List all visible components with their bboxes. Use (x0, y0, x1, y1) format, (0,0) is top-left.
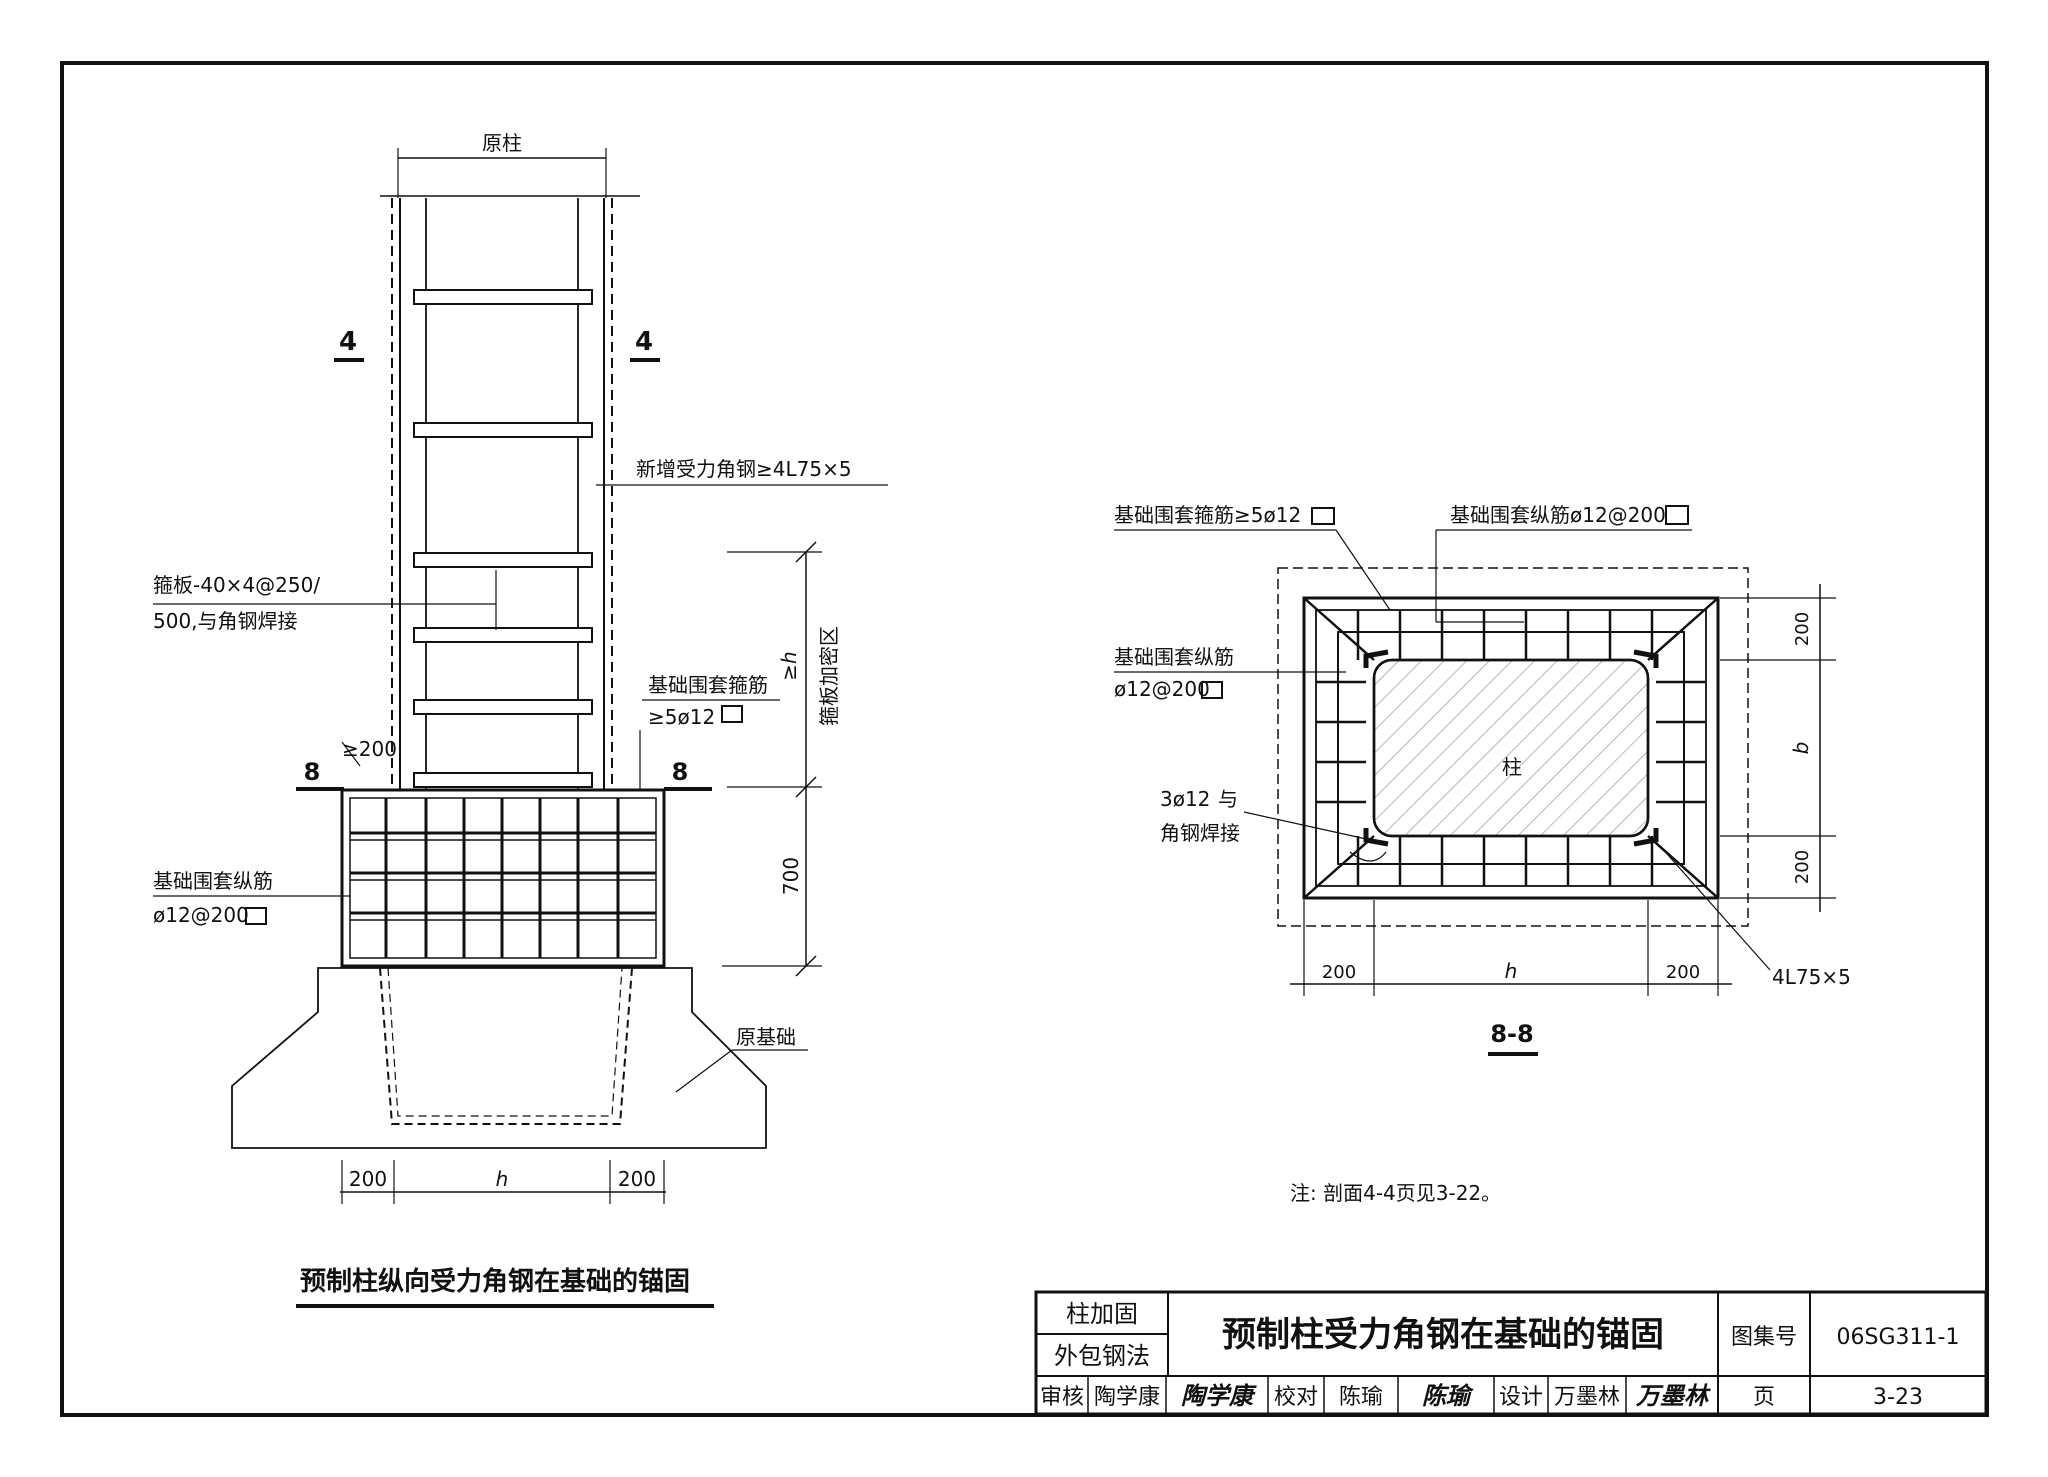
stirrup-symbol (721, 705, 743, 723)
column-section (1372, 658, 1650, 838)
left-elevation-view: 原柱 4 4 新增受力角钢≥4L75×5 箍板-40×4@250/ 500,与角… (153, 131, 888, 1308)
bottom-dim-mid: h (496, 1167, 509, 1191)
section-longbar-left-label-1: 基础围套纵筋 (1114, 645, 1234, 669)
weld-bar-label-2: 与 (1218, 787, 1238, 811)
dim-700: 700 (779, 857, 803, 895)
reviewer-signature: 陶学康 (1181, 1382, 1257, 1410)
sheet-border (60, 61, 1989, 1417)
left-view-caption: 预制柱纵向受力角钢在基础的锚固 (300, 1266, 690, 1297)
drawing-title: 预制柱受力角钢在基础的锚固 (1222, 1315, 1664, 1355)
collar-longbar-label-2: ø12@200 (153, 903, 249, 927)
checker-signature: 陈瑜 (1422, 1382, 1474, 1410)
sheet-note: 注: 剖面4-4页见3-22。 (1290, 1181, 1501, 1205)
checker-name: 陈瑜 (1339, 1385, 1383, 1410)
collar-longbar-label-1: 基础围套纵筋 (153, 869, 273, 893)
section-mark-8-left: 8 (304, 758, 321, 786)
section-longbar-left-label-2: ø12@200 (1114, 677, 1210, 701)
section-dim-h: h (1505, 959, 1518, 983)
designer-label: 设计 (1499, 1385, 1543, 1410)
dense-zone-dim: ≥h (777, 651, 801, 680)
column-label: 柱 (1502, 755, 1522, 779)
section-longbar-top-label: 基础围套纵筋ø12@200 (1450, 503, 1666, 527)
title-category-2: 外包钢法 (1054, 1342, 1150, 1370)
new-angle-steel-label: 新增受力角钢≥4L75×5 (636, 457, 852, 481)
collar-outline (1277, 567, 1749, 927)
section-stirrup-symbol (1311, 507, 1335, 525)
section-mark-4-right: 4 (635, 327, 653, 357)
section-dim-200-top: 200 (1792, 612, 1813, 646)
batten-plate-label-1: 箍板-40×4@250/ (153, 573, 320, 597)
section-mark-8-right: 8 (672, 758, 689, 786)
original-foundation (231, 967, 767, 1149)
title-block: 柱加固 外包钢法 预制柱受力角钢在基础的锚固 图集号 06SG311-1 审核 … (1034, 1290, 1988, 1416)
section-longbar-top-symbol (1665, 505, 1689, 525)
designer-signature: 万墨林 (1635, 1382, 1711, 1410)
page-label: 页 (1753, 1385, 1775, 1410)
batten-plates (413, 289, 593, 788)
section-8-8-view: 柱 基础围套箍筋≥5ø12 基础围套纵筋ø12@200 基础围套纵筋 ø12@2… (1114, 503, 1851, 1205)
longbar-symbol (245, 907, 267, 925)
page-no: 3-23 (1873, 1385, 1923, 1410)
bottom-dim-right: 200 (618, 1167, 656, 1191)
section-title: 8-8 (1490, 1020, 1533, 1048)
title-category-1: 柱加固 (1066, 1300, 1138, 1328)
collar-stirrup-label-2: ≥5ø12 (648, 705, 715, 729)
collar-stirrup-label-1: 基础围套箍筋 (648, 673, 768, 697)
section-dim-200-bottom: 200 (1792, 850, 1813, 884)
section-angle-label: 4L75×5 (1772, 965, 1851, 989)
atlas-no-label: 图集号 (1731, 1325, 1797, 1350)
dense-zone-label: 箍板加密区 (817, 626, 841, 726)
original-foundation-label: 原基础 (736, 1025, 796, 1049)
original-column-label: 原柱 (482, 131, 522, 155)
section-dim-200-left: 200 (1322, 962, 1356, 983)
section-dim-200-right: 200 (1666, 962, 1700, 983)
atlas-no: 06SG311-1 (1837, 1325, 1960, 1350)
designer-name: 万墨林 (1554, 1385, 1620, 1410)
foundation-collar (340, 788, 666, 968)
section-stirrup-label: 基础围套箍筋≥5ø12 (1114, 503, 1301, 527)
bottom-dim-left: 200 (349, 1167, 387, 1191)
reviewer-name: 陶学康 (1094, 1385, 1160, 1410)
checker-label: 校对 (1274, 1385, 1318, 1410)
section-vertical-bars (1316, 610, 1706, 886)
reviewer-label: 审核 (1040, 1385, 1084, 1410)
section-longbar-left-symbol (1201, 681, 1223, 699)
section-dim-b: b (1789, 742, 1813, 755)
weld-bar-label-3: 角钢焊接 (1160, 821, 1240, 845)
section-mark-4-left: 4 (339, 327, 357, 357)
dim-min-200: ≥200 (342, 737, 397, 761)
weld-bar-label-1: 3ø12 (1160, 787, 1210, 811)
batten-plate-label-2: 500,与角钢焊接 (153, 609, 298, 633)
